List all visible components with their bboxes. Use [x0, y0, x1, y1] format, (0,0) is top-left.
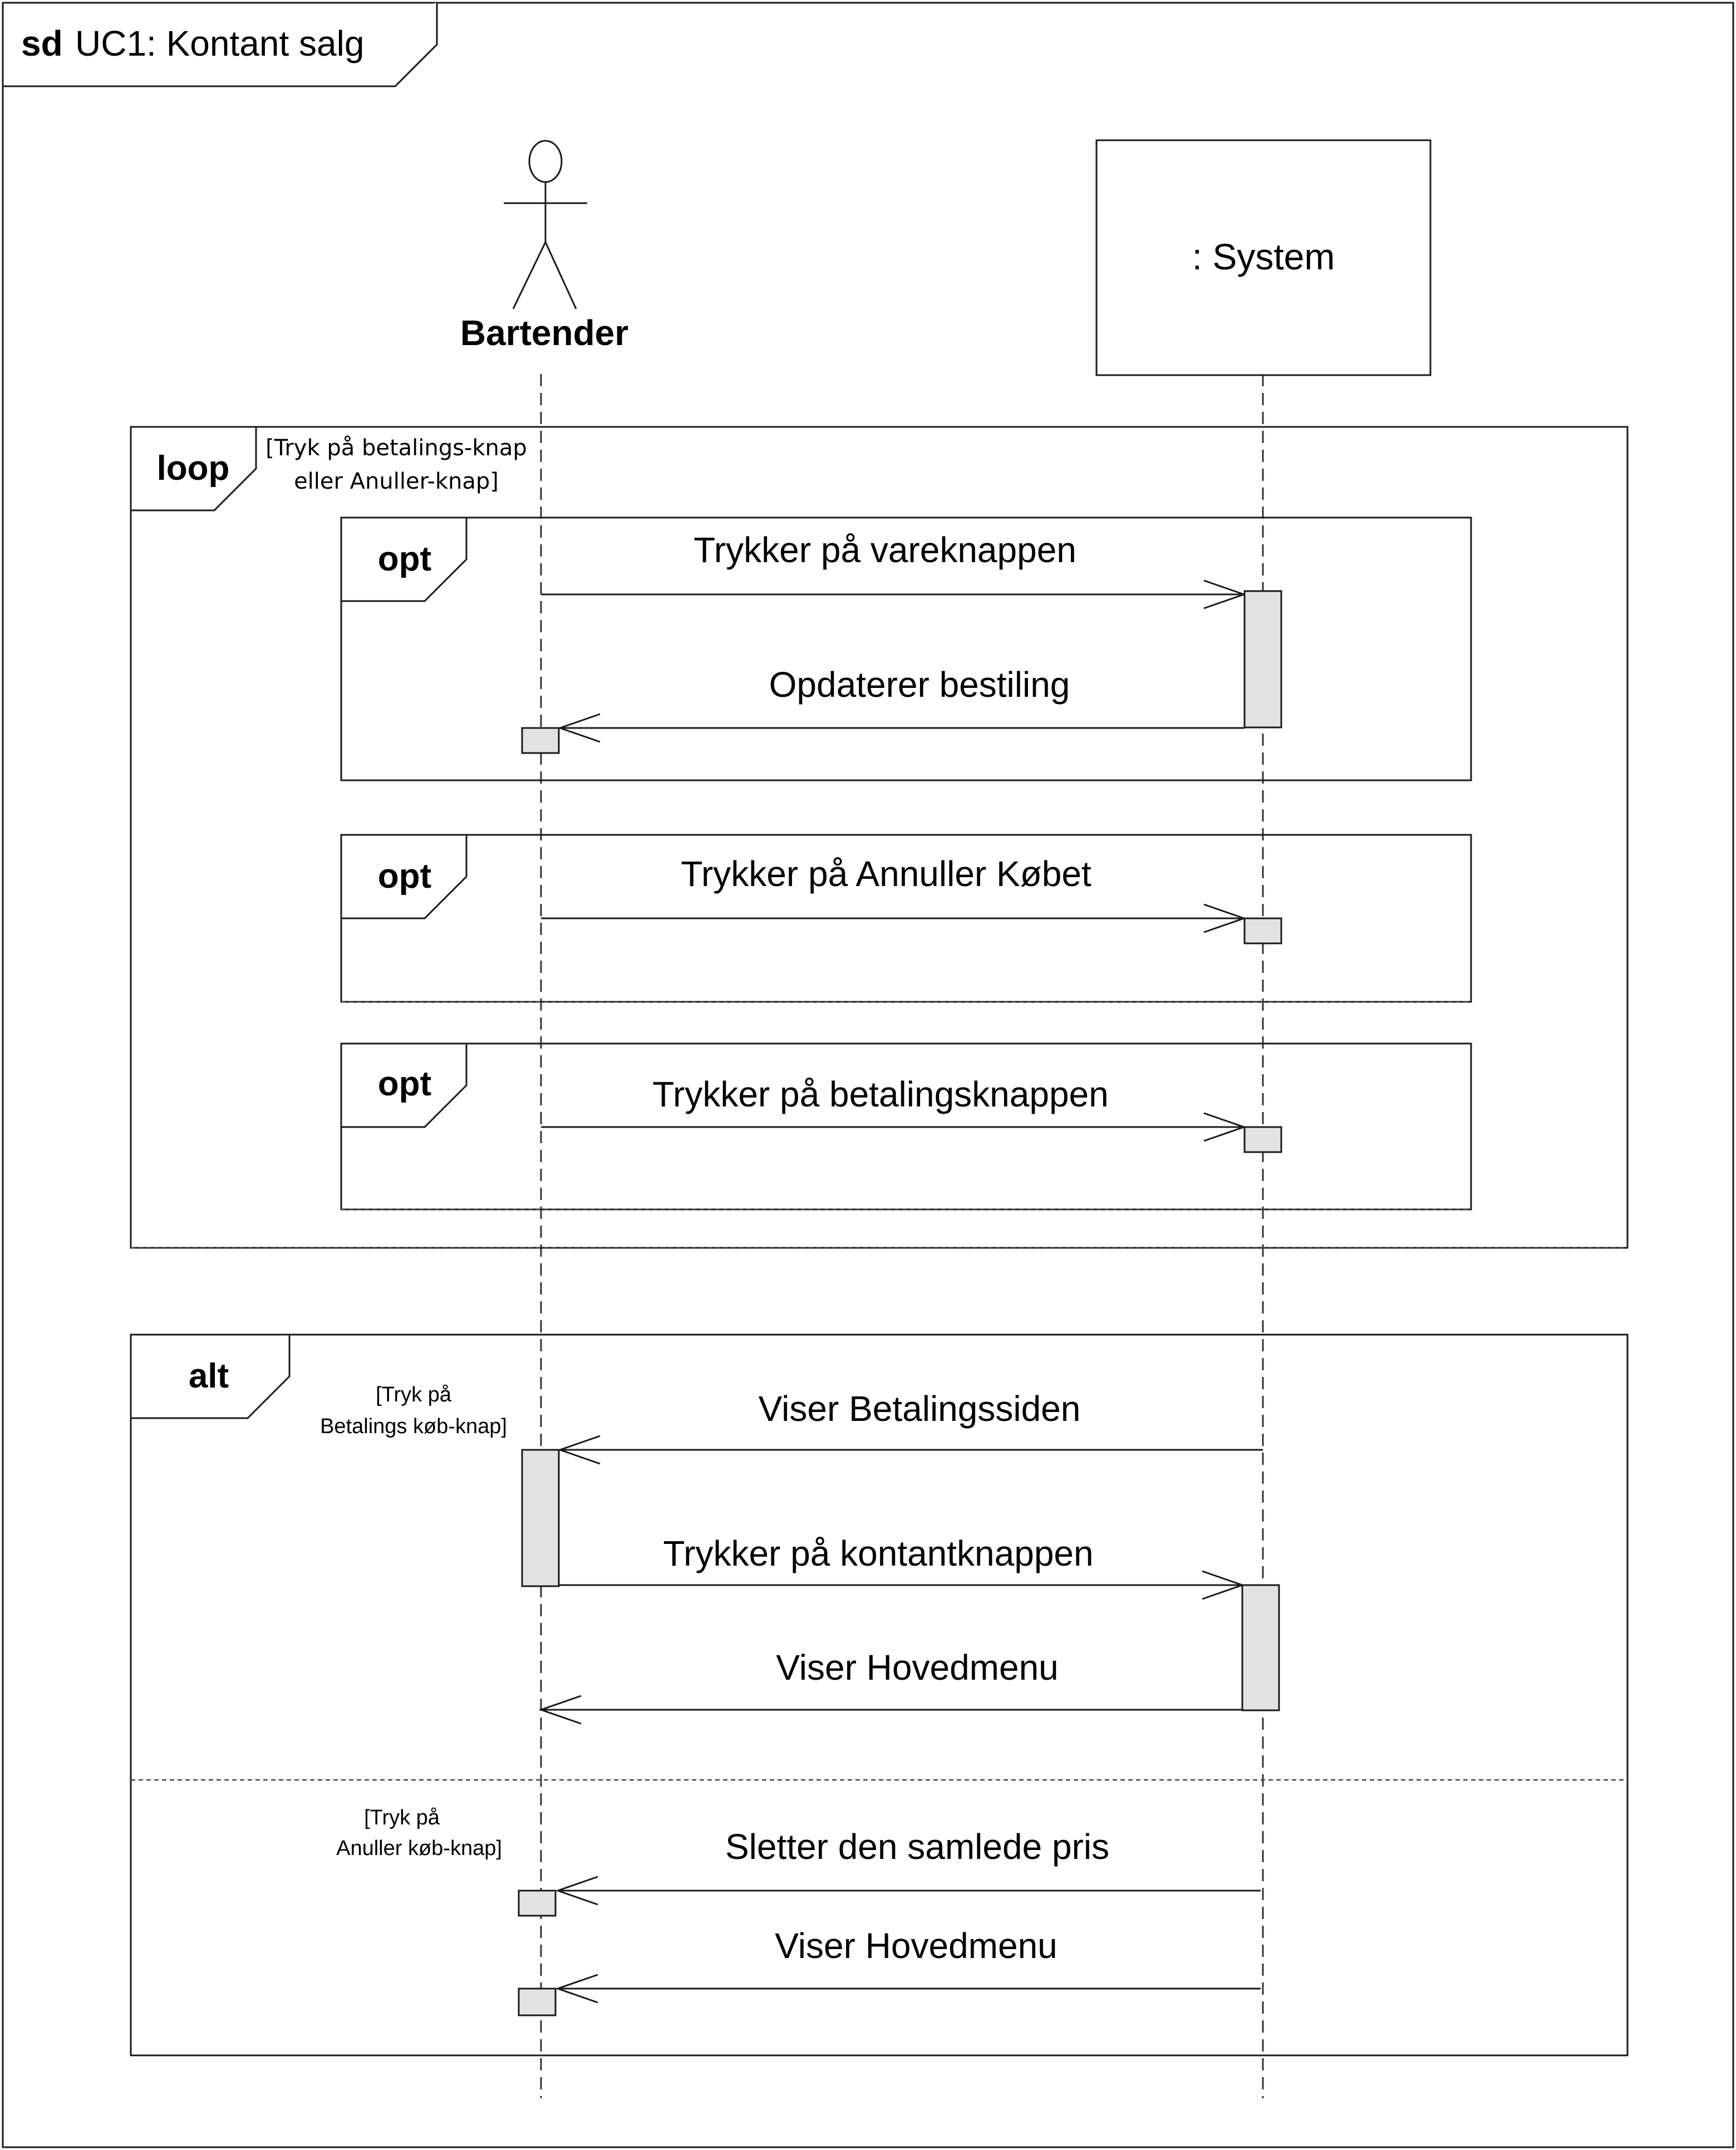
alt-op1-guard-line2: Betalings køb-knap]: [320, 1415, 507, 1438]
opt2-keyword: opt: [378, 857, 431, 896]
msg-trykker-kontantknappen: Trykker på kontantknappen: [663, 1533, 1093, 1573]
opt-fragment-3: opt Trykker på betalingsknappen: [340, 1042, 1472, 1211]
activation-system-4: [1241, 1584, 1280, 1711]
opt-fragment-1: opt Trykker på vareknappen Opdaterer bes…: [340, 516, 1472, 781]
alt-op2-guard-line2: Anuller køb-knap]: [336, 1837, 502, 1860]
diagram-title: UC1: Kontant salg: [75, 23, 364, 63]
loop-fragment: loop [Tryk på betalings-knap eller Anull…: [130, 426, 1629, 1249]
msg-viser-hovedmenu-2: Viser Hovedmenu: [775, 1926, 1058, 1966]
msg-viser-betalingssiden: Viser Betalingssiden: [759, 1389, 1081, 1429]
activation-system-3: [1243, 1126, 1282, 1153]
sd-keyword: sd: [21, 23, 63, 63]
msg-trykker-betalingsknappen: Trykker på betalingsknappen: [652, 1074, 1108, 1114]
loop-keyword: loop: [157, 449, 230, 488]
activation-bartender-3: [518, 1890, 557, 1917]
loop-guard-line2: eller Anuller-knap]: [294, 469, 499, 494]
activation-bartender-1: [521, 727, 560, 754]
actor-name: Bartender: [460, 313, 628, 353]
msg-trykker-vareknappen: Trykker på vareknappen: [694, 530, 1076, 570]
alt-fragment: alt [Tryk på Betalings køb-knap] Viser B…: [130, 1334, 1629, 2056]
actor-bartender: Bartender: [460, 140, 628, 353]
opt3-keyword: opt: [378, 1065, 431, 1103]
stick-figure-icon: [504, 140, 587, 309]
alt-op2-guard-line1: [Tryk på: [364, 1806, 440, 1829]
opt-fragment-2: opt Trykker på Annuller Købet: [340, 834, 1472, 1003]
loop-guard-line1: [Tryk på betalings-knap: [265, 435, 527, 461]
msg-trykker-annuller-kobet: Trykker på Annuller Købet: [681, 854, 1091, 894]
msg-viser-hovedmenu-1: Viser Hovedmenu: [776, 1647, 1059, 1687]
object-system: : System: [1095, 139, 1432, 376]
activation-bartender-2: [521, 1449, 560, 1587]
alt-op1-guard-line1: [Tryk på: [376, 1383, 452, 1406]
activation-bartender-4: [518, 1987, 557, 2016]
opt1-keyword: opt: [378, 540, 431, 578]
activation-system-2: [1243, 917, 1282, 944]
msg-sletter-samlede-pris: Sletter den samlede pris: [725, 1827, 1109, 1867]
alt-keyword: alt: [189, 1357, 229, 1395]
msg-opdaterer-bestiling: Opdaterer bestiling: [769, 665, 1070, 705]
object-name: : System: [1192, 236, 1335, 277]
activation-system-1: [1243, 590, 1282, 729]
